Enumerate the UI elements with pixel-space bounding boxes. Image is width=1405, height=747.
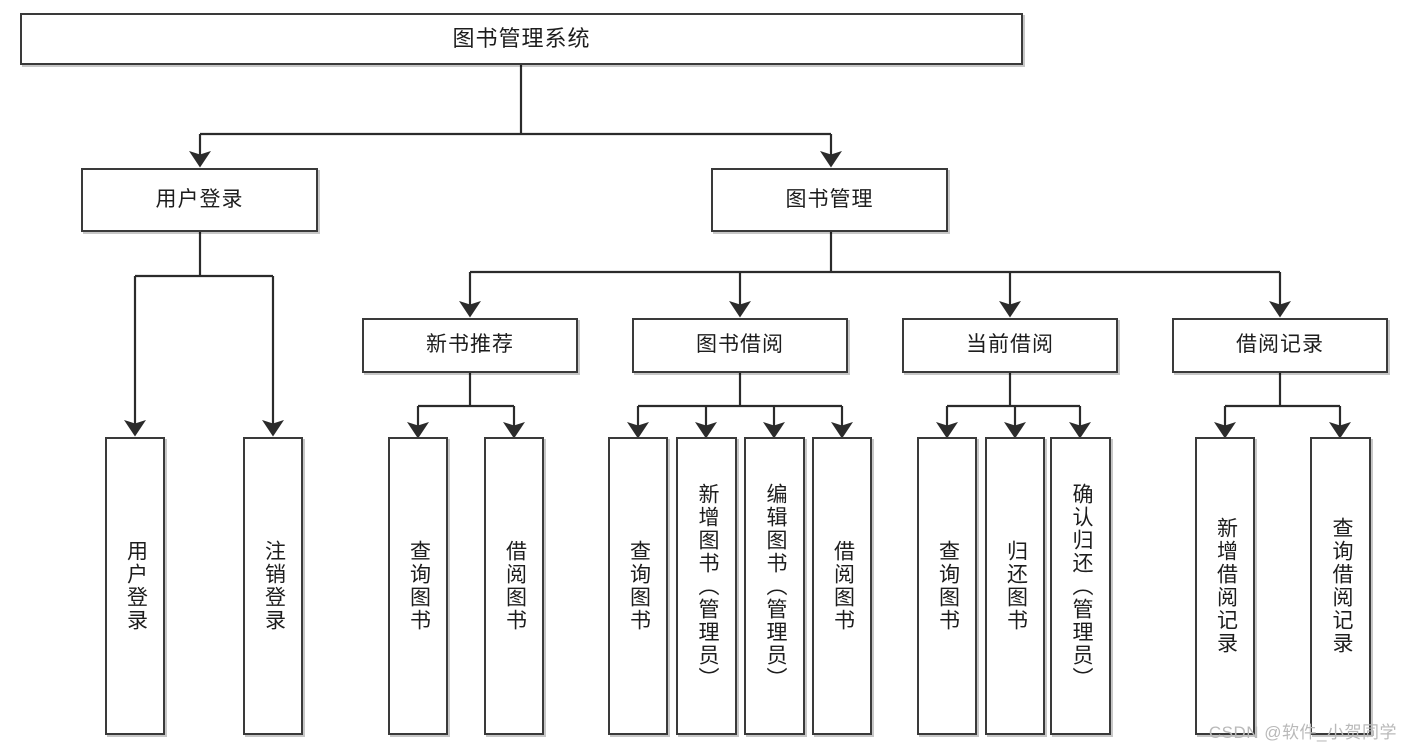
node-new-book-recommend[interactable]: 新书推荐	[362, 318, 578, 373]
node-leaf-user-login[interactable]: 用户登录	[105, 437, 165, 735]
node-book-borrow-label: 图书借阅	[696, 333, 784, 357]
node-current-borrow-label: 当前借阅	[966, 333, 1054, 357]
node-leaf-query-book-1[interactable]: 查询图书	[388, 437, 448, 735]
node-leaf-logout[interactable]: 注销登录	[243, 437, 303, 735]
node-leaf-borrow-book-1-label: 借阅图书	[503, 540, 527, 632]
node-leaf-query-borrow-record[interactable]: 查询借阅记录	[1310, 437, 1371, 735]
node-leaf-return-book[interactable]: 归还图书	[985, 437, 1045, 735]
node-current-borrow[interactable]: 当前借阅	[902, 318, 1118, 373]
node-book-borrow[interactable]: 图书借阅	[632, 318, 848, 373]
node-leaf-query-book-2-label: 查询图书	[627, 540, 651, 632]
node-leaf-edit-book[interactable]: 编辑图书（管理员）	[744, 437, 805, 735]
node-leaf-borrow-book-2-label: 借阅图书	[831, 540, 855, 632]
node-leaf-query-book-3[interactable]: 查询图书	[917, 437, 977, 735]
node-leaf-user-login-label: 用户登录	[124, 540, 148, 632]
node-leaf-add-book-label: 新增图书（管理员）	[695, 482, 719, 690]
node-leaf-confirm-return[interactable]: 确认归还（管理员）	[1050, 437, 1111, 735]
node-new-book-recommend-label: 新书推荐	[426, 333, 514, 357]
node-leaf-borrow-book-1[interactable]: 借阅图书	[484, 437, 544, 735]
node-user-login-label: 用户登录	[155, 187, 244, 211]
node-leaf-borrow-book-2[interactable]: 借阅图书	[812, 437, 872, 735]
node-leaf-query-borrow-record-label: 查询借阅记录	[1329, 517, 1353, 655]
node-leaf-add-borrow-record-label: 新增借阅记录	[1214, 517, 1238, 655]
watermark: CSDN @软件_小贺同学	[1208, 723, 1397, 742]
node-leaf-query-book-1-label: 查询图书	[407, 540, 431, 632]
node-leaf-add-book[interactable]: 新增图书（管理员）	[676, 437, 737, 735]
node-root[interactable]: 图书管理系统	[20, 13, 1023, 65]
node-leaf-edit-book-label: 编辑图书（管理员）	[763, 482, 787, 690]
node-root-label: 图书管理系统	[452, 26, 591, 52]
node-leaf-logout-label: 注销登录	[262, 540, 286, 632]
node-borrow-record-label: 借阅记录	[1236, 333, 1324, 357]
node-book-manage-label: 图书管理	[785, 187, 874, 211]
node-borrow-record[interactable]: 借阅记录	[1172, 318, 1388, 373]
node-leaf-return-book-label: 归还图书	[1004, 540, 1028, 632]
node-user-login[interactable]: 用户登录	[81, 168, 318, 232]
node-book-manage[interactable]: 图书管理	[711, 168, 948, 232]
node-leaf-confirm-return-label: 确认归还（管理员）	[1069, 482, 1093, 690]
node-leaf-query-book-3-label: 查询图书	[936, 540, 960, 632]
node-leaf-query-book-2[interactable]: 查询图书	[608, 437, 668, 735]
node-leaf-add-borrow-record[interactable]: 新增借阅记录	[1195, 437, 1255, 735]
